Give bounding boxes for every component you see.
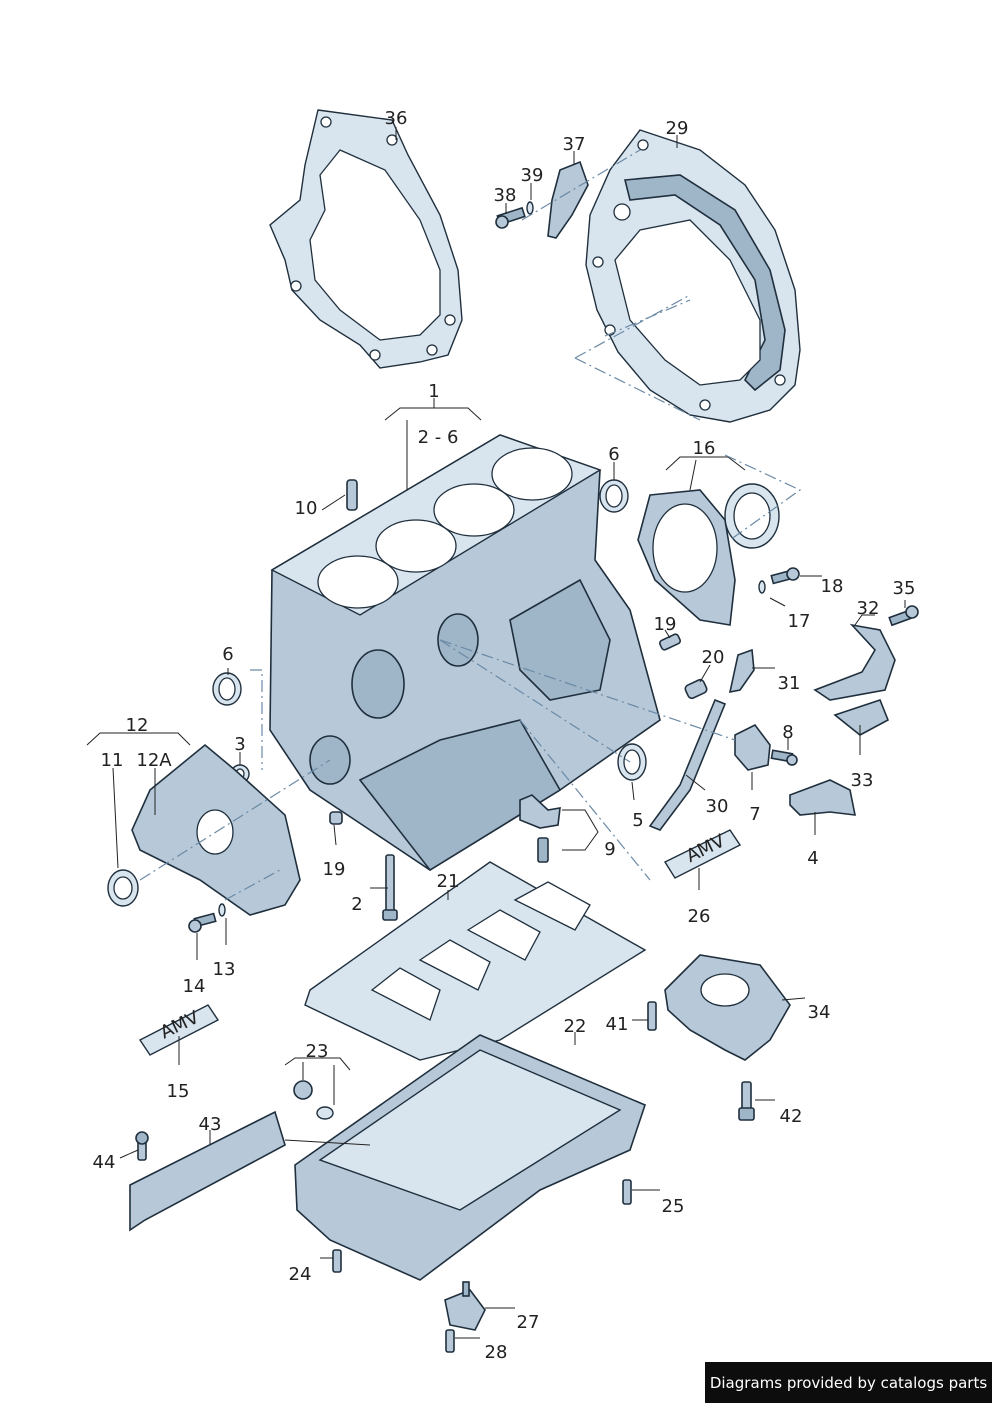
label-41: 41 — [606, 1014, 629, 1035]
bracket-37[interactable] — [547, 160, 589, 239]
bolt-8[interactable] — [770, 749, 798, 766]
label-42: 42 — [780, 1106, 803, 1127]
label-19-left: 19 — [323, 859, 346, 880]
gasket-36[interactable] — [269, 109, 463, 369]
label-31: 31 — [778, 673, 801, 694]
washer-39[interactable] — [526, 201, 534, 215]
label-3: 3 — [234, 734, 245, 755]
label-1: 1 — [428, 381, 439, 402]
baffle-43[interactable] — [129, 1110, 286, 1232]
label-29: 29 — [666, 118, 689, 139]
oil-pan-22[interactable] — [294, 1034, 646, 1281]
seal-6-top[interactable] — [599, 479, 629, 513]
bolt-28[interactable] — [445, 1329, 455, 1353]
label-11: 11 — [101, 750, 124, 771]
bolt-18[interactable] — [770, 567, 800, 585]
label-43: 43 — [199, 1114, 222, 1135]
bolt-2[interactable] — [382, 854, 398, 921]
seal-5[interactable] — [617, 743, 647, 781]
label-36: 36 — [385, 108, 408, 129]
sensor-4[interactable] — [789, 779, 857, 816]
bolt-24[interactable] — [332, 1249, 342, 1273]
sealant-tube-26[interactable]: AMV — [663, 829, 742, 879]
plug-31[interactable] — [728, 648, 755, 694]
alignment-lines — [139, 149, 802, 901]
oil-pump-34[interactable] — [664, 954, 791, 1061]
label-12: 12 — [126, 715, 149, 736]
bolt-35[interactable] — [888, 605, 919, 627]
label-38: 38 — [494, 185, 517, 206]
dowel-10[interactable] — [346, 479, 358, 511]
label-15: 15 — [167, 1081, 190, 1102]
label-6-left: 6 — [222, 644, 233, 665]
label-2: 2 — [351, 894, 362, 915]
front-cover-12[interactable] — [131, 743, 301, 916]
label-19-right: 19 — [654, 614, 677, 635]
sleeve-19-right[interactable] — [659, 633, 681, 651]
label-26: 26 — [688, 906, 711, 927]
washer-13[interactable] — [218, 903, 226, 917]
callout-labels: 1 2 - 6 2 3 4 5 6 6 7 8 9 10 11 12 12A 1… — [93, 108, 916, 1363]
label-28: 28 — [485, 1342, 508, 1363]
bracket-33[interactable] — [833, 699, 890, 736]
oil-spray-jet-9[interactable] — [519, 794, 561, 863]
label-33: 33 — [851, 770, 874, 791]
label-13: 13 — [213, 959, 236, 980]
rear-seal-flange-16[interactable] — [637, 483, 780, 626]
label-12a: 12A — [136, 750, 172, 771]
label-21: 21 — [437, 871, 460, 892]
oil-level-sender-27[interactable] — [444, 1281, 486, 1331]
label-8: 8 — [782, 722, 793, 743]
bolt-38[interactable] — [495, 206, 526, 229]
label-23: 23 — [306, 1041, 329, 1062]
washer-17[interactable] — [758, 580, 766, 594]
bolt-25[interactable] — [622, 1179, 632, 1205]
credit-banner: Diagrams provided by catalogs parts — [705, 1362, 992, 1403]
bolt-42[interactable] — [738, 1081, 755, 1121]
label-25: 25 — [662, 1196, 685, 1217]
sleeve-20[interactable] — [684, 678, 708, 700]
label-17: 17 — [788, 611, 811, 632]
label-32: 32 — [857, 598, 880, 619]
bracket-32[interactable] — [813, 623, 896, 701]
sender-7[interactable] — [734, 723, 771, 771]
label-5: 5 — [632, 810, 643, 831]
label-9: 9 — [604, 839, 615, 860]
label-7: 7 — [749, 804, 760, 825]
leader-lines — [86, 127, 906, 1339]
bolt-44[interactable] — [135, 1131, 149, 1161]
label-20: 20 — [702, 647, 725, 668]
label-35: 35 — [893, 578, 916, 599]
label-16: 16 — [693, 438, 716, 459]
drain-plug-23[interactable] — [293, 1080, 334, 1120]
label-39: 39 — [521, 165, 544, 186]
label-27: 27 — [517, 1312, 540, 1333]
label-18: 18 — [821, 576, 844, 597]
seal-6-left[interactable] — [212, 672, 242, 706]
label-6-top: 6 — [608, 444, 619, 465]
sleeve-19-left[interactable] — [329, 811, 343, 825]
label-10: 10 — [295, 498, 318, 519]
oil-pan-gasket-21[interactable] — [304, 861, 647, 1061]
label-14: 14 — [183, 976, 206, 997]
bolt-41[interactable] — [647, 1001, 657, 1031]
bolt-14[interactable] — [188, 912, 217, 933]
label-34: 34 — [808, 1002, 831, 1023]
label-4: 4 — [807, 848, 818, 869]
label-24: 24 — [289, 1264, 312, 1285]
seal-11[interactable] — [107, 869, 139, 907]
label-2-6: 2 - 6 — [418, 427, 459, 448]
rear-plate-29[interactable] — [585, 129, 801, 423]
label-37: 37 — [563, 134, 586, 155]
label-30: 30 — [706, 796, 729, 817]
label-44: 44 — [93, 1152, 116, 1173]
cylinder-block-1[interactable] — [269, 434, 661, 872]
guide-tube-30[interactable] — [648, 698, 727, 831]
label-22: 22 — [564, 1016, 587, 1037]
